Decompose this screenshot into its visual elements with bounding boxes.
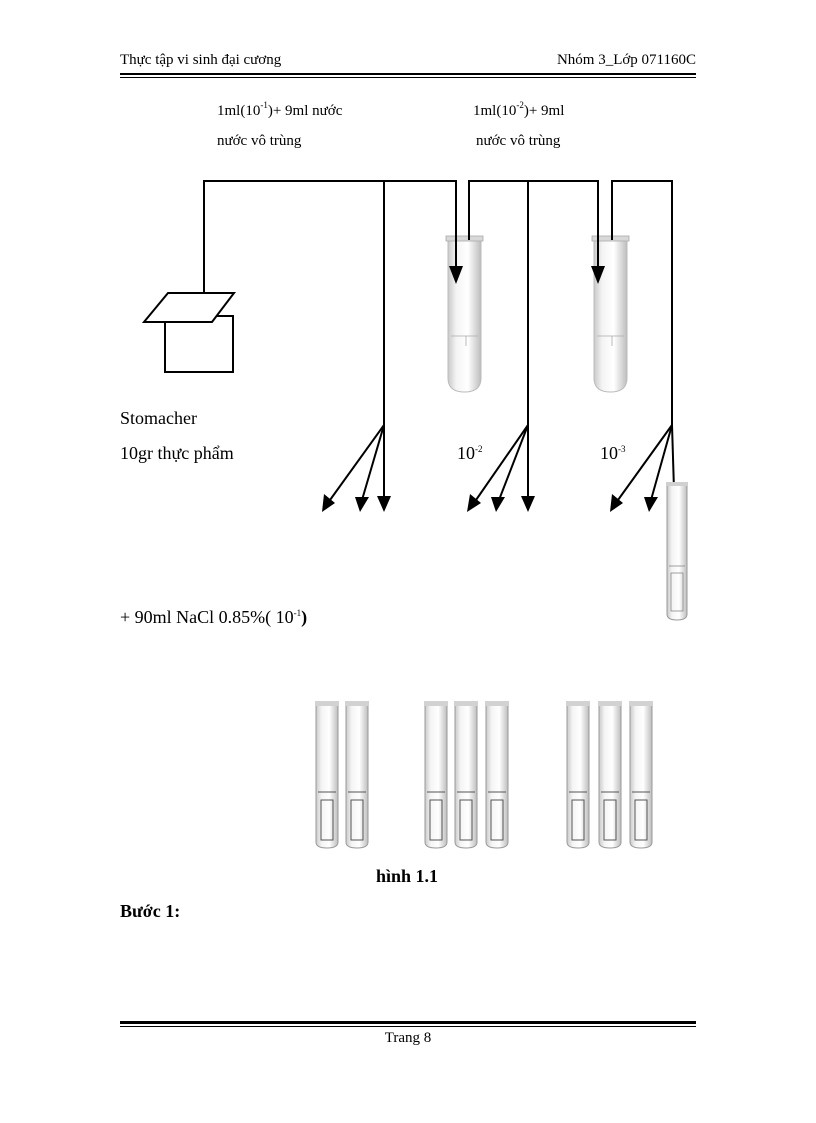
test-tube-icon — [566, 701, 590, 849]
header-rule — [120, 73, 696, 75]
test-tube-icon — [345, 701, 369, 849]
test-tube-icon — [629, 701, 653, 849]
test-tube-icon — [598, 701, 622, 849]
transfer-1-label: 1ml(10-1)+ 9ml nước — [217, 100, 343, 120]
stomacher-icon — [141, 292, 237, 373]
test-tube-icon — [485, 701, 509, 849]
step-heading: Bước 1: — [120, 901, 181, 921]
dilution-3-label: 10-3 — [600, 443, 626, 463]
footer-rule — [120, 1021, 696, 1024]
test-tube-icon — [315, 701, 339, 849]
transfer-2-label-line2: nước vô trùng — [476, 133, 561, 149]
header-right-title: Nhóm 3_Lớp 071160C — [556, 52, 696, 68]
test-tube-icon — [454, 701, 478, 849]
figure-caption: hình 1.1 — [376, 866, 439, 886]
footer-rule-thin — [120, 1026, 696, 1027]
transfer-2-label: 1ml(10-2)+ 9ml — [473, 100, 565, 120]
dilution-tube-2-icon — [591, 235, 630, 393]
page-number: Trang 8 — [384, 1030, 432, 1046]
dilution-tube-1-icon — [445, 235, 484, 393]
nacl-label: + 90ml NaCl 0.85%( 10-1) — [120, 607, 308, 627]
sample-label: 10gr thực phẩm — [120, 443, 234, 463]
header-rule-thin — [120, 77, 696, 78]
test-tube-final-icon — [666, 482, 688, 621]
transfer-1-label-line2: nước vô trùng — [217, 133, 302, 149]
test-tube-row — [315, 701, 653, 849]
test-tube-icon — [424, 701, 448, 849]
transfer-lines — [203, 180, 675, 501]
arrowheads — [322, 266, 658, 512]
header-left-title: Thực tập vi sinh đại cương — [120, 52, 282, 68]
stomacher-label: Stomacher — [120, 408, 197, 428]
dilution-2-label: 10-2 — [457, 443, 483, 463]
